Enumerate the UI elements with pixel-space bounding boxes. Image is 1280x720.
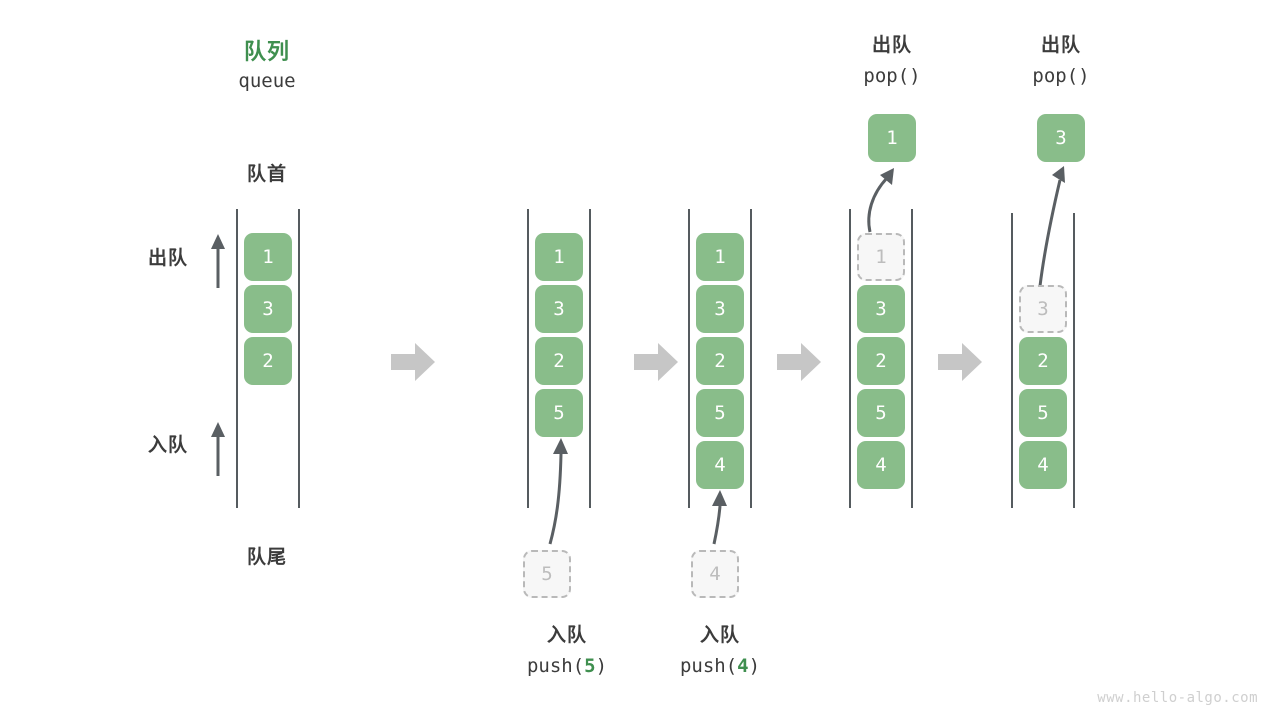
push4-code-prefix: push( [679,655,738,677]
queue-cell: 3 [857,285,905,333]
step-separator-arrow-icon [634,343,678,381]
push5-code-prefix: push( [526,655,585,677]
push4-caption-code: push(4) [640,650,800,682]
pop3-caption: 出队 pop() [981,30,1141,92]
queue-cell: 3 [696,285,744,333]
push5-caption-cn: 入队 [546,624,587,646]
queue-rail-left-initial [236,209,238,508]
queue-cell: 4 [857,441,905,489]
push5-code-suffix: ) [595,655,608,677]
step-separator-arrow-icon [391,343,435,381]
push4-code-suffix: ) [748,655,761,677]
queue-cell: 5 [696,389,744,437]
queue-cell: 5 [1019,389,1067,437]
queue-cell: 4 [696,441,744,489]
pop1-caption-code: pop() [812,60,972,92]
incoming-element-ghost: 4 [691,550,739,598]
enqueue-direction-arrow-icon [211,422,225,476]
queue-title-en: queue [238,70,296,92]
queue-cell-ghost: 1 [857,233,905,281]
front-label: 队首 [246,163,287,185]
rear-label: 队尾 [246,546,287,568]
queue-rail-left-push4 [688,209,690,508]
queue-rail-right-push5 [589,209,591,508]
queue-rail-right-pop1 [911,209,913,508]
queue-cell: 2 [1019,337,1067,385]
push-arrow-icon [548,438,568,545]
pop3-code-prefix: pop( [1032,65,1079,87]
queue-cell: 1 [696,233,744,281]
push4-caption-cn: 入队 [699,624,740,646]
queue-cell: 2 [244,337,292,385]
queue-cell: 3 [244,285,292,333]
step-separator-arrow-icon [777,343,821,381]
dequeue-direction-arrow-icon [211,234,225,288]
step-separator-arrow-icon [938,343,982,381]
queue-cell: 2 [857,337,905,385]
pop1-caption: 出队 pop() [812,30,972,92]
queue-cell-ghost: 3 [1019,285,1067,333]
enqueue-direction-label: 入队 [148,434,189,456]
pop1-caption-cn: 出队 [871,34,912,56]
push4-caption: 入队 push(4) [640,620,800,682]
push-arrow-icon [712,490,727,545]
push5-caption-code: push(5) [487,650,647,682]
queue-rail-right-push4 [750,209,752,508]
queue-rail-left-pop3 [1011,213,1013,508]
queue-cell: 4 [1019,441,1067,489]
queue-cell: 1 [244,233,292,281]
queue-rail-left-push5 [527,209,529,508]
queue-rail-right-initial [298,209,300,508]
popped-element: 3 [1037,114,1085,162]
pop3-code-suffix: ) [1078,65,1090,87]
queue-rail-left-pop1 [849,209,851,508]
queue-cell: 1 [535,233,583,281]
push5-code-num: 5 [584,655,596,677]
pop-arrow-icon [867,168,894,233]
queue-cell: 2 [535,337,583,385]
queue-cell: 2 [696,337,744,385]
pop3-caption-code: pop() [981,60,1141,92]
queue-cell: 5 [857,389,905,437]
pop1-code-suffix: ) [909,65,921,87]
watermark: www.hello-algo.com [1097,690,1258,706]
queue-cell: 5 [535,389,583,437]
push5-caption: 入队 push(5) [487,620,647,682]
dequeue-direction-label: 出队 [148,247,189,269]
incoming-element-ghost: 5 [523,550,571,598]
queue-rail-right-pop3 [1073,213,1075,508]
popped-element: 1 [868,114,916,162]
queue-title-cn: 队列 [243,40,290,65]
pop-arrow-icon [1038,166,1065,287]
push4-code-num: 4 [737,655,749,677]
queue-cell: 3 [535,285,583,333]
pop1-code-prefix: pop( [863,65,910,87]
pop3-caption-cn: 出队 [1040,34,1081,56]
